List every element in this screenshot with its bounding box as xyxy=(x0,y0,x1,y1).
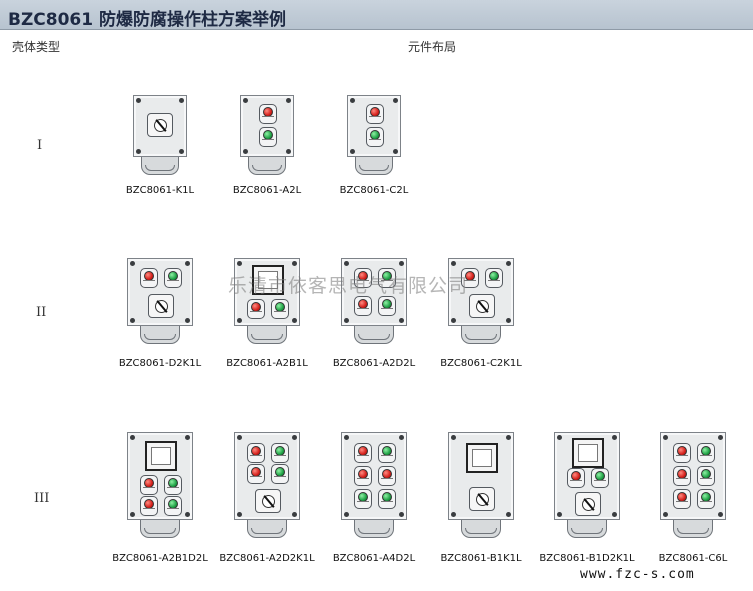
green-lamp-icon xyxy=(701,469,711,479)
red-lamp-icon xyxy=(251,302,261,312)
meter-window-icon xyxy=(572,438,604,468)
meter-window-icon xyxy=(466,443,498,473)
selector-switch-icon xyxy=(469,294,495,318)
red-lamp-icon xyxy=(370,107,380,117)
caption-c2l: BZC8061-C2L xyxy=(339,185,409,196)
red-lamp-icon xyxy=(382,469,392,479)
caption-a2d2l: BZC8061-A2D2L xyxy=(332,358,416,369)
selector-switch-icon xyxy=(147,113,173,137)
enclosure-c2l xyxy=(347,95,401,157)
caption-a2d2k1l: BZC8061-A2D2K1L xyxy=(219,553,315,564)
green-lamp-icon xyxy=(168,478,178,488)
red-lamp-icon xyxy=(358,469,368,479)
caption-a2l: BZC8061-A2L xyxy=(232,185,302,196)
caption-b1d2k1l: BZC8061-B1D2K1L xyxy=(539,553,635,564)
green-lamp-icon xyxy=(370,130,380,140)
green-lamp-icon xyxy=(489,271,499,281)
cable-gland-icon xyxy=(461,520,501,538)
watermark-text: 乐清市依客思电气有限公司 xyxy=(228,275,469,297)
cable-gland-icon xyxy=(355,157,393,175)
header-housing-type: 壳体类型 xyxy=(12,40,61,54)
red-lamp-icon xyxy=(144,271,154,281)
red-lamp-icon xyxy=(358,446,368,456)
enclosure-a2l xyxy=(240,95,294,157)
header-layout: 元件布局 xyxy=(408,40,457,54)
green-lamp-icon xyxy=(275,302,285,312)
cable-gland-icon xyxy=(140,520,180,538)
enclosure-a2d2l xyxy=(341,258,407,326)
green-lamp-icon xyxy=(701,446,711,456)
cable-gland-icon xyxy=(567,520,607,538)
cable-gland-icon xyxy=(248,157,286,175)
cable-gland-icon xyxy=(354,326,394,344)
title-bar: BZC8061 防爆防腐操作柱方案举例 xyxy=(0,0,753,30)
meter-window-icon xyxy=(145,441,177,471)
red-lamp-icon xyxy=(251,446,261,456)
green-lamp-icon xyxy=(358,492,368,502)
enclosure-a4d2l xyxy=(341,432,407,520)
caption-c2k1l: BZC8061-C2K1L xyxy=(440,358,522,369)
page-title: BZC8061 防爆防腐操作柱方案举例 xyxy=(8,10,286,30)
enclosure-d2k1l xyxy=(127,258,193,326)
green-lamp-icon xyxy=(382,446,392,456)
green-lamp-icon xyxy=(275,467,285,477)
green-lamp-icon xyxy=(168,499,178,509)
cable-gland-icon xyxy=(673,520,713,538)
enclosure-c6l xyxy=(660,432,726,520)
enclosure-c2k1l xyxy=(448,258,514,326)
red-lamp-icon xyxy=(358,299,368,309)
cable-gland-icon xyxy=(140,326,180,344)
red-lamp-icon xyxy=(263,107,273,117)
green-lamp-icon xyxy=(168,271,178,281)
cable-gland-icon xyxy=(141,157,179,175)
enclosure-b1d2k1l xyxy=(554,432,620,520)
green-lamp-icon xyxy=(275,446,285,456)
red-lamp-icon xyxy=(677,492,687,502)
red-lamp-icon xyxy=(677,446,687,456)
enclosure-k1l xyxy=(133,95,187,157)
red-lamp-icon xyxy=(251,467,261,477)
row-label-1: I xyxy=(37,138,43,153)
selector-switch-icon xyxy=(575,492,601,516)
red-lamp-icon xyxy=(677,469,687,479)
selector-switch-icon xyxy=(469,487,495,511)
green-lamp-icon xyxy=(263,130,273,140)
enclosure-a2d2k1l xyxy=(234,432,300,520)
enclosure-a2b1d2l xyxy=(127,432,193,520)
caption-c6l: BZC8061-C6L xyxy=(658,553,728,564)
enclosure-a2b1l xyxy=(234,258,300,326)
green-lamp-icon xyxy=(382,492,392,502)
caption-b1k1l: BZC8061-B1K1L xyxy=(440,553,522,564)
caption-k1l: BZC8061-K1L xyxy=(125,185,195,196)
selector-switch-icon xyxy=(255,489,281,513)
green-lamp-icon xyxy=(595,471,605,481)
red-lamp-icon xyxy=(571,471,581,481)
meter-window-icon xyxy=(252,265,284,295)
row-label-3: III xyxy=(34,491,50,506)
caption-d2k1l: BZC8061-D2K1L xyxy=(118,358,202,369)
caption-a4d2l: BZC8061-A4D2L xyxy=(332,553,416,564)
enclosure-b1k1l xyxy=(448,432,514,520)
red-lamp-icon xyxy=(144,478,154,488)
caption-a2b1d2l: BZC8061-A2B1D2L xyxy=(112,553,208,564)
caption-a2b1l: BZC8061-A2B1L xyxy=(226,358,308,369)
green-lamp-icon xyxy=(382,299,392,309)
cable-gland-icon xyxy=(247,520,287,538)
website-link[interactable]: www.fzc-s.com xyxy=(580,567,695,582)
cable-gland-icon xyxy=(247,326,287,344)
selector-switch-icon xyxy=(148,294,174,318)
red-lamp-icon xyxy=(144,499,154,509)
green-lamp-icon xyxy=(701,492,711,502)
cable-gland-icon xyxy=(354,520,394,538)
row-label-2: II xyxy=(36,305,47,320)
cable-gland-icon xyxy=(461,326,501,344)
